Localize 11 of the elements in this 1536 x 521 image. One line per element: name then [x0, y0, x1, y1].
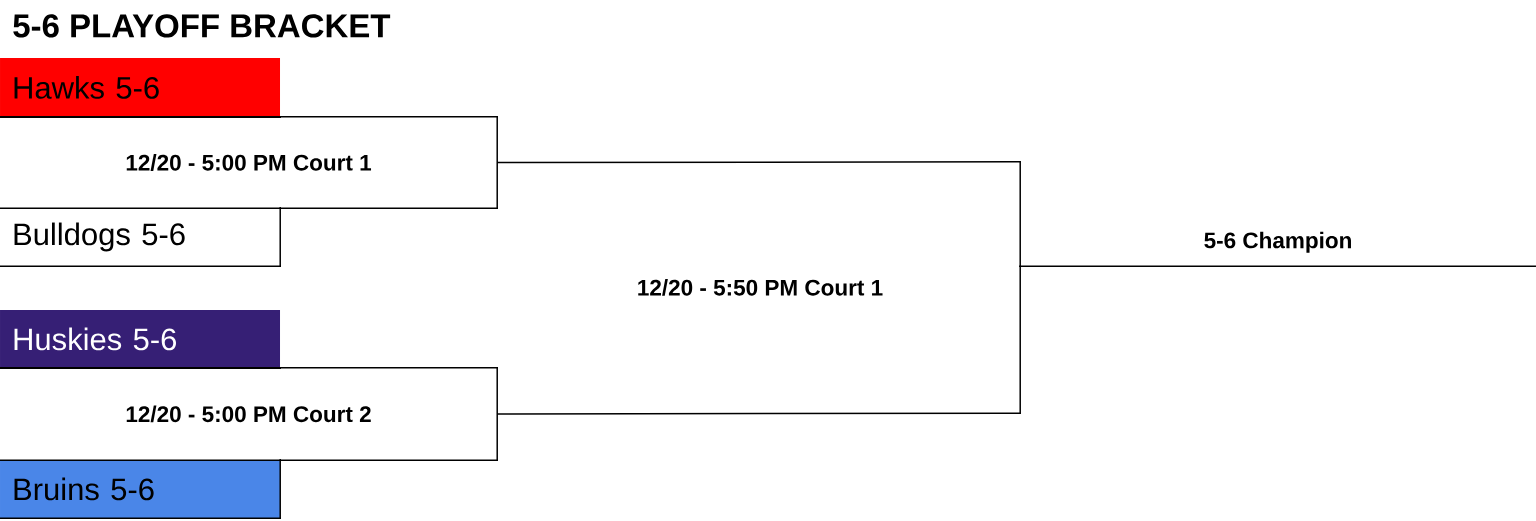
- title: 5-6 PLAYOFF BRACKET: [13, 14, 391, 38]
- match-box: 12/20 - 5:00 PM Court 2: [0, 367, 498, 461]
- bracket-line: [496, 161, 1021, 164]
- team-box: Huskies 5-6: [0, 310, 281, 369]
- champion-line: 5-6 Champion: [1019, 231, 1536, 267]
- match-box: 12/20 - 5:00 PM Court 1: [0, 116, 498, 209]
- team-box: Hawks 5-6: [0, 58, 281, 118]
- bracket-line: [496, 412, 1021, 415]
- team-box: Bruins 5-6: [0, 459, 281, 519]
- final-game-bracket: 12/20 - 5:50 PM Court 1: [638, 161, 1021, 414]
- team-box: Bulldogs 5-6: [0, 207, 281, 267]
